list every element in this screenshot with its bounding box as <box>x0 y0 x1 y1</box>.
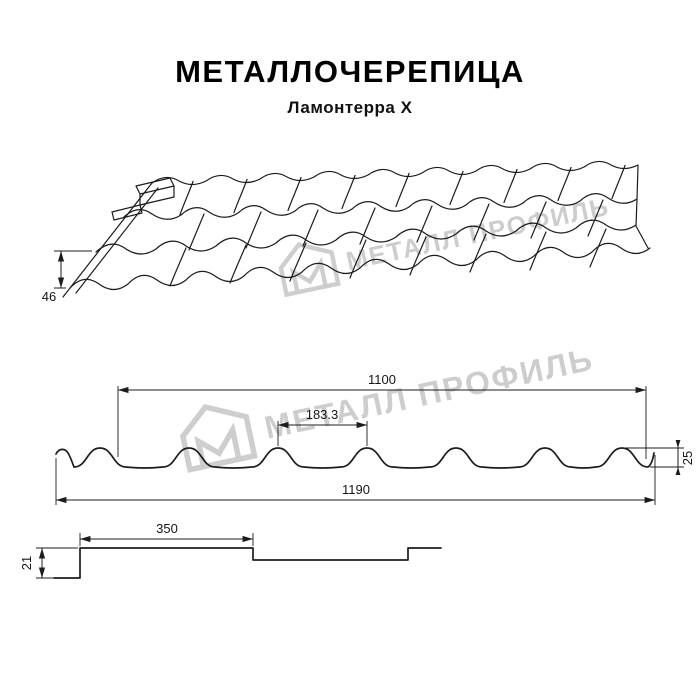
dim-25-arrows <box>675 440 681 475</box>
logo-m-mark <box>290 256 328 293</box>
page-subtitle: Ламонтерра X <box>288 98 413 117</box>
roof-right-edge <box>635 165 649 249</box>
dim-46-extension-lines <box>54 250 92 289</box>
roof-back-edge <box>151 160 639 186</box>
watermark-middle: МЕТАЛЛ ПРОФИЛЬ <box>179 341 597 473</box>
roof-3d-view: 46 <box>42 160 651 304</box>
metall-profil-logo-icon <box>179 403 258 473</box>
roof-crest-lines-band1 <box>179 164 626 216</box>
watermark-top: МЕТАЛЛ ПРОФИЛЬ <box>278 193 612 298</box>
dim-46-label: 46 <box>42 289 56 304</box>
profile-outline <box>55 447 655 469</box>
dim-1190-label: 1190 <box>342 482 370 497</box>
dim-350-label: 350 <box>156 521 178 536</box>
dim-1100-label: 1100 <box>368 372 396 387</box>
roof-row-line-2 <box>95 219 637 255</box>
profile-cross-section: 1100 183.3 25 1190 <box>55 372 695 505</box>
roof-end-cap <box>111 177 175 221</box>
page-title: МЕТАЛЛОЧЕРЕПИЦА <box>175 54 525 89</box>
profile-extension-lines <box>55 386 684 505</box>
roof-row-line-1 <box>123 193 638 220</box>
step-section-view: 350 21 <box>19 521 442 579</box>
roof-front-edge <box>69 242 651 291</box>
watermark-text: МЕТАЛЛ ПРОФИЛЬ <box>344 193 612 276</box>
step-section-outline <box>53 547 442 579</box>
logo-outline <box>179 403 258 473</box>
metall-profil-logo-icon <box>278 242 341 298</box>
dim-21-label: 21 <box>19 556 34 570</box>
dim-183-label: 183.3 <box>306 407 339 422</box>
roof-crest-lines-band2 <box>188 199 604 251</box>
roof-crest-lines-band3 <box>169 228 607 287</box>
dim-25-label: 25 <box>680 451 695 465</box>
roof-gable-edge <box>62 182 159 298</box>
step-extension-lines <box>36 533 254 579</box>
logo-m-mark <box>194 422 242 468</box>
watermark-text: МЕТАЛЛ ПРОФИЛЬ <box>261 341 597 446</box>
logo-outline <box>278 242 341 298</box>
